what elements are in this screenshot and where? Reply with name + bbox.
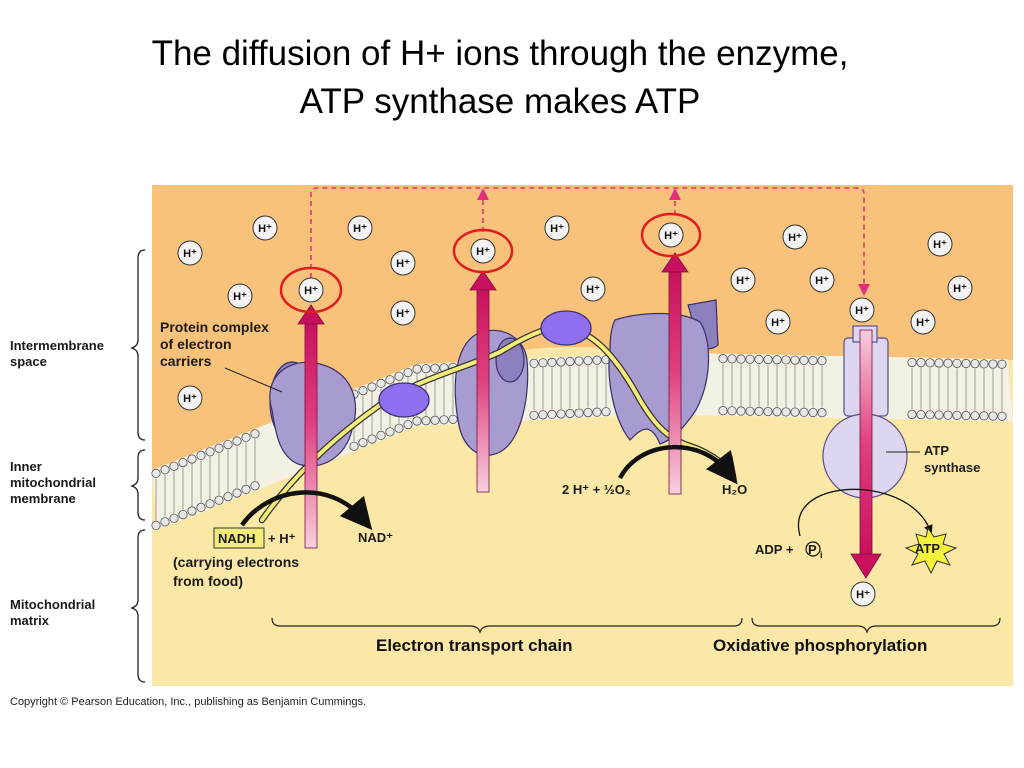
adp-label: ADP + <box>755 542 794 557</box>
h-ion-13 <box>927 231 953 257</box>
protein-complex-3 <box>608 299 719 445</box>
proton-pump-arrow-3 <box>661 252 689 495</box>
title-line-1: The diffusion of H+ ions through the enz… <box>151 34 849 73</box>
slide-title: The diffusion of H+ ions through the enz… <box>0 30 1000 126</box>
electron-carrier-1 <box>378 382 430 418</box>
h-ion-label-1: H⁺ <box>258 223 272 235</box>
oxygen-reaction-arrow <box>618 444 738 485</box>
h-ion-label-12: H⁺ <box>788 232 802 244</box>
oxphos-brace <box>751 617 1001 634</box>
h-ion-8 <box>177 385 203 411</box>
h-ion-label-21: H⁺ <box>856 589 870 601</box>
inner-membrane-label: Inner mitochondrial membrane <box>10 459 100 506</box>
electron-carrier-2 <box>540 310 592 346</box>
water-label: H₂O <box>722 482 747 497</box>
etc-brace <box>271 617 743 634</box>
oxygen-reaction-label: 2 H⁺ + ½O₂ <box>562 482 631 497</box>
h-ion-label-2: H⁺ <box>353 223 367 235</box>
h-ion-label-15: H⁺ <box>815 275 829 287</box>
h-ion-21 <box>850 581 876 607</box>
h-ion-12 <box>782 224 808 250</box>
h-ion-label-17: H⁺ <box>953 283 967 295</box>
proton-dashed-path <box>310 187 870 296</box>
protein-complex-label: Protein complex of electron carriers <box>160 319 273 369</box>
region-brackets <box>129 249 146 683</box>
h-ion-14 <box>730 267 756 293</box>
h-ion-6 <box>227 283 253 309</box>
h-ion-label-14: H⁺ <box>736 275 750 287</box>
h-ion-label-18: H⁺ <box>771 317 785 329</box>
protein-complex-pointer <box>224 367 283 393</box>
h-ion-9 <box>298 277 324 303</box>
h-ion-16 <box>580 276 606 302</box>
h-ion-label-11: H⁺ <box>664 230 678 242</box>
atp-synthase-proton-arrow <box>850 329 882 579</box>
h-ion-label-20: H⁺ <box>855 305 869 317</box>
h-ion-2 <box>347 215 373 241</box>
plus-h-label: + H⁺ <box>268 531 296 546</box>
h-ion-label-4: H⁺ <box>183 248 197 260</box>
phosphate-circle <box>805 541 821 557</box>
highlight-circle-3 <box>640 212 702 258</box>
proton-pump-arrow-2 <box>469 270 497 493</box>
h-ion-label-3: H⁺ <box>550 223 564 235</box>
hydrogen-ions: H⁺ H⁺ H⁺ H⁺ H⁺ H⁺ H⁺ H⁺ H⁺ H⁺ H⁺ H⁺ H⁺ H⁺ H⁺ H⁺ H⁺ H⁺ H⁺ H⁺… <box>177 215 973 607</box>
h-ion-17 <box>947 275 973 301</box>
h-ion-label-5: H⁺ <box>396 258 410 270</box>
intermembrane-space-label: Intermembrane space <box>10 338 108 369</box>
electron-transport-chain-label: Electron transport chain <box>376 636 572 655</box>
nadh-reaction-arrow <box>240 490 373 531</box>
h-ion-label-9: H⁺ <box>304 285 318 297</box>
h-ion-3 <box>544 215 570 241</box>
highlight-circle-2 <box>452 228 514 274</box>
title-line-2: ATP synthase makes ATP <box>299 82 701 121</box>
h-ion-20 <box>849 297 875 323</box>
highlight-circle-1 <box>279 266 343 314</box>
h-ion-1 <box>252 215 278 241</box>
copyright-notice: Copyright © Pearson Education, Inc., pub… <box>10 696 367 708</box>
atp-burst-icon <box>904 526 958 575</box>
oxidative-phosphorylation-label: Oxidative phosphorylation <box>713 636 927 655</box>
nadh-label: NADH <box>218 531 256 546</box>
h-ion-label-10: H⁺ <box>476 246 490 258</box>
h-ion-label-8: H⁺ <box>183 393 197 405</box>
phosphate-subscript: i <box>820 550 823 560</box>
h-ion-4 <box>177 240 203 266</box>
adp-to-atp-arrow <box>797 488 933 537</box>
carrying-electrons-label: (carrying electrons from food) <box>173 554 303 589</box>
h-ion-18 <box>765 309 791 335</box>
h-ion-11 <box>658 222 684 248</box>
phosphate-label: P <box>808 542 817 557</box>
nad-label: NAD⁺ <box>358 530 393 545</box>
h-ion-label-7: H⁺ <box>396 308 410 320</box>
mitochondrial-matrix-label: Mitochondrial matrix <box>10 597 99 628</box>
atp-synthase-label: ATP synthase <box>924 443 980 475</box>
h-ion-5 <box>390 250 416 276</box>
h-ion-label-16: H⁺ <box>586 284 600 296</box>
h-ion-19 <box>910 309 936 335</box>
atp-product-label: ATP <box>915 541 940 556</box>
h-ion-label-13: H⁺ <box>933 239 947 251</box>
h-ion-7 <box>390 300 416 326</box>
h-ion-10 <box>470 238 496 264</box>
h-ion-label-6: H⁺ <box>233 291 247 303</box>
h-ion-15 <box>809 267 835 293</box>
nadh-box <box>213 527 265 549</box>
h-ion-label-19: H⁺ <box>916 317 930 329</box>
